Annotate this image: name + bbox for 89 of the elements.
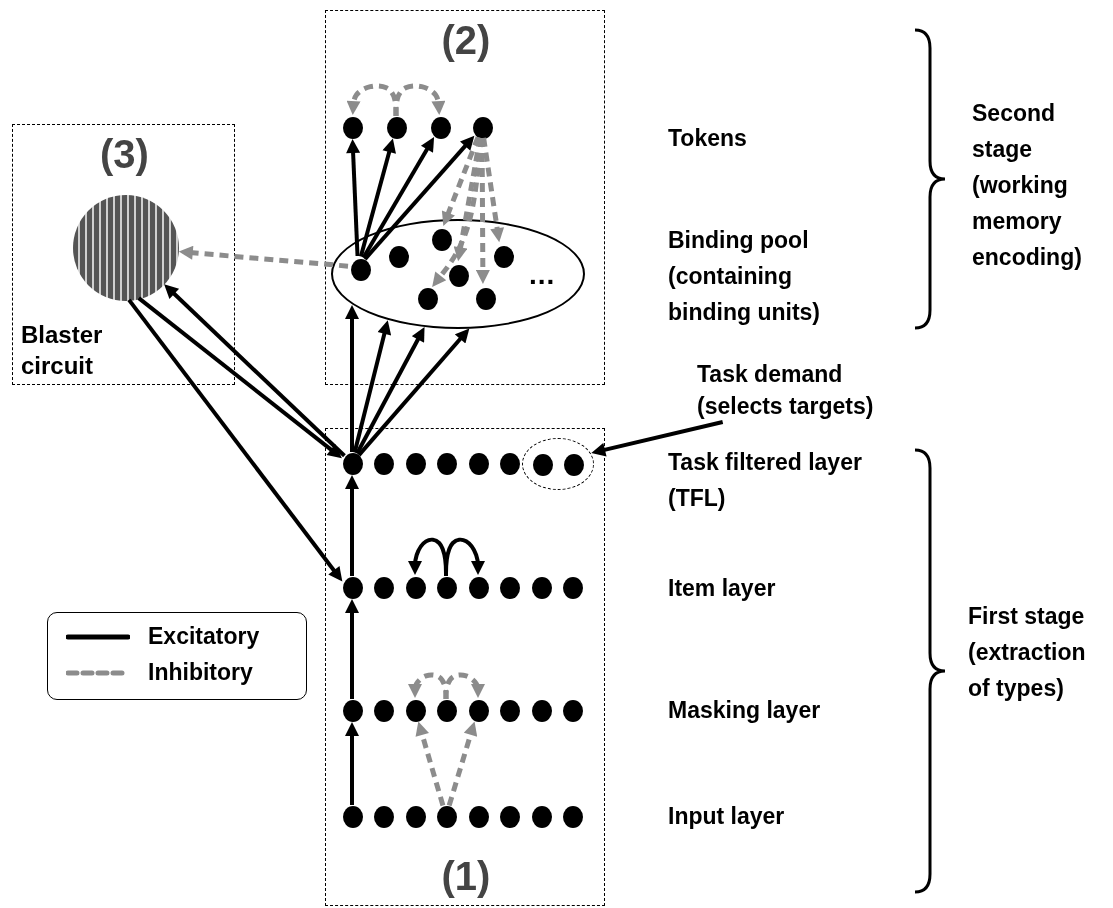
neuron-dot: [532, 700, 552, 722]
neuron-dot: [351, 259, 371, 281]
neuron-dot: [494, 246, 514, 268]
neuron-dot: [469, 806, 489, 828]
layer-label: Tokens: [668, 124, 748, 153]
neuron-dot: [432, 229, 452, 251]
neuron-dot: [476, 288, 496, 310]
layer-label: Binding pool (containing binding units): [668, 226, 821, 327]
neuron-dot: [500, 577, 520, 599]
arrow: [178, 245, 349, 269]
arrow: [591, 420, 724, 457]
arrow: [137, 296, 342, 459]
neuron-dot: [406, 806, 426, 828]
arrow: [127, 298, 343, 582]
neuron-dot: [469, 577, 489, 599]
neuron-dot: [343, 806, 363, 828]
neuron-dot: [343, 700, 363, 722]
neuron-dot: [437, 453, 457, 475]
ellipsis-text: ...: [529, 259, 557, 292]
neuron-dot: [418, 288, 438, 310]
dashed-region-box: [325, 10, 605, 385]
arrow: [164, 284, 346, 458]
layer-label: First stage (extraction of types): [968, 602, 1087, 703]
neuron-dot: [374, 453, 394, 475]
neuron-dot: [343, 117, 363, 139]
neuron-dot: [563, 577, 583, 599]
legend-text: Excitatory: [148, 622, 260, 651]
neuron-dot: [473, 117, 493, 139]
region-number: (3): [99, 131, 150, 177]
dashed-region-box: [325, 428, 605, 906]
neuron-dot: [532, 577, 552, 599]
arrow: [363, 135, 475, 261]
neuron-dot: [406, 453, 426, 475]
arrow: [408, 672, 449, 700]
layer-label: Masking layer: [668, 696, 822, 725]
arrow: [441, 136, 481, 226]
neuron-dot: [437, 577, 457, 599]
task-demand-text: Task demand (selects targets): [697, 360, 875, 421]
arrow: [346, 83, 399, 116]
neuron-dot: [563, 806, 583, 828]
neuron-dot: [469, 700, 489, 722]
binding-pool-ellipse: [331, 219, 585, 329]
layer-label: Second stage (working memory encoding): [972, 99, 1083, 272]
neuron-dot: [437, 700, 457, 722]
arrow: [443, 672, 485, 700]
arrow: [408, 537, 448, 576]
neuron-dot: [406, 577, 426, 599]
neuron-dot: [563, 700, 583, 722]
neuron-dot: [374, 577, 394, 599]
neuron-dot: [449, 265, 469, 287]
arrow: [415, 721, 446, 807]
arrow: [358, 138, 396, 257]
layer-label: Task filtered layer (TFL): [668, 448, 863, 513]
neuron-dot: [500, 700, 520, 722]
arrow: [345, 475, 359, 576]
neuron-dot: [343, 453, 363, 475]
neuron-dot: [387, 117, 407, 139]
neuron-dot: [437, 806, 457, 828]
layer-label: Input layer: [668, 802, 786, 831]
arrow: [361, 137, 435, 259]
arrow: [346, 139, 361, 257]
arrow: [345, 722, 359, 805]
arrow: [446, 721, 478, 807]
arrow: [444, 537, 485, 576]
arrow: [345, 304, 359, 452]
arrow: [357, 328, 470, 457]
arrow: [352, 320, 392, 453]
neuron-dot: [533, 454, 553, 476]
neuron-dot: [564, 454, 584, 476]
legend-text: Inhibitory: [148, 658, 253, 687]
arrow: [345, 599, 359, 699]
neuron-dot: [469, 453, 489, 475]
arrow: [432, 137, 484, 287]
neuron-dot: [343, 577, 363, 599]
neuron-dot: [374, 700, 394, 722]
dashed-region-box: [12, 124, 235, 385]
neuron-dot: [374, 806, 394, 828]
neuron-dot: [431, 117, 451, 139]
region-number: (2): [440, 17, 492, 63]
layer-label: Item layer: [668, 574, 777, 603]
circuit-label: Blaster circuit: [21, 320, 104, 381]
region-number: (1): [440, 853, 492, 899]
neuron-dot: [389, 246, 409, 268]
arrow: [355, 327, 425, 455]
neuron-dot: [500, 453, 520, 475]
neuron-dot: [532, 806, 552, 828]
neuron-dot: [500, 806, 520, 828]
neuron-dot: [406, 700, 426, 722]
arrow: [393, 83, 446, 116]
